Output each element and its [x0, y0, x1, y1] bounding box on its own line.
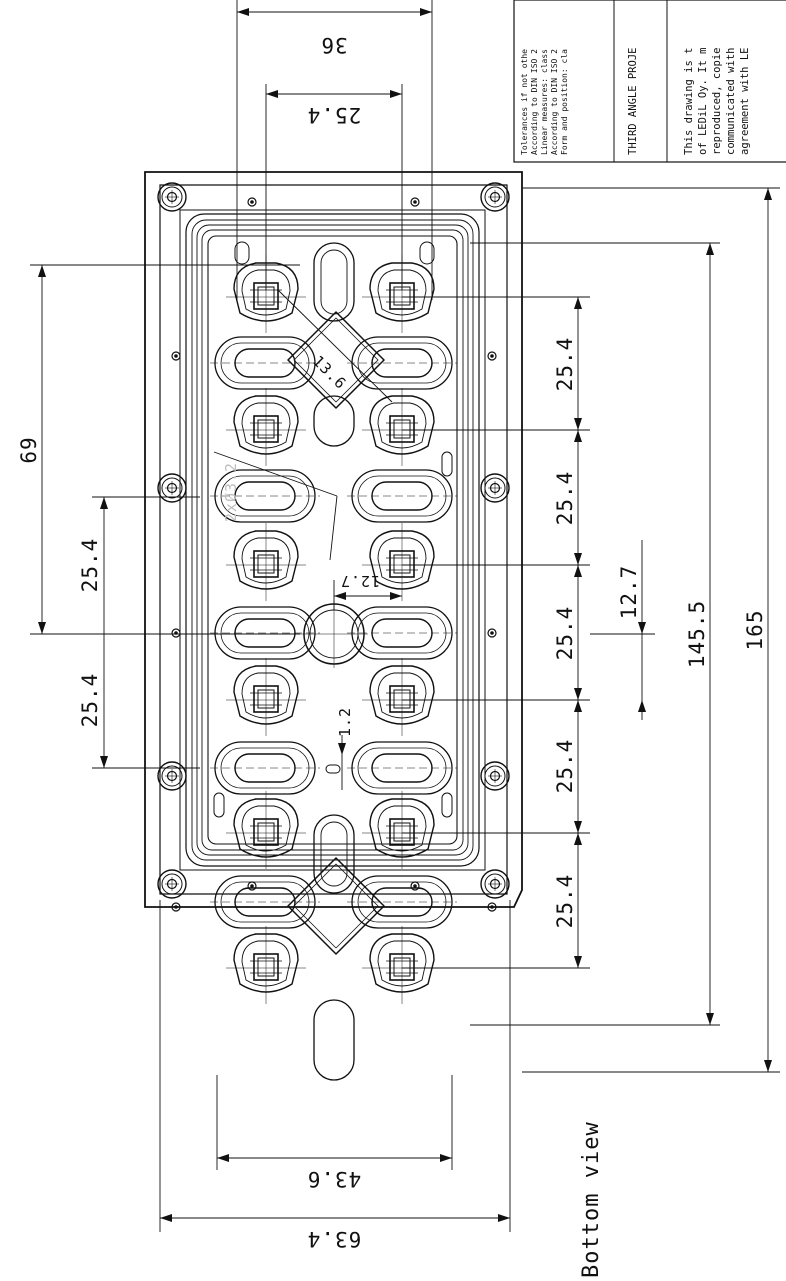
notice-line: reproduced, copie [711, 48, 723, 155]
part-outline [144, 171, 523, 908]
dim-left-pitch-2: 25.4 [78, 673, 102, 728]
tolerance-line: Form and position: cla [560, 49, 569, 155]
dim-bottom-outer: 63.4 [307, 1227, 362, 1251]
dim-right-pitch-5: 25.4 [553, 874, 577, 929]
dim-overall-length: 165 [743, 610, 767, 651]
dim-left-pitch-1: 25.4 [78, 538, 102, 593]
dim-top-outer: 36 [320, 33, 347, 57]
vertical-slots [213, 241, 453, 1081]
dimension-texts: 36 25.4 25.4 25.4 25.4 25.4 25.4 12.7 14… [17, 33, 767, 1251]
tolerance-line: According to DIN ISO 2 [550, 49, 559, 155]
dim-right-pitch-1: 25.4 [553, 337, 577, 392]
small-holes [171, 197, 497, 912]
title-block: Tolerances if not othe According to DIN … [513, 0, 786, 163]
center-circle [300, 600, 368, 668]
dim-right-pitch-2: 25.4 [553, 471, 577, 526]
notice-line: of LEDiL Oy. It m [697, 48, 709, 155]
notice-line: agreement with LE [739, 48, 751, 155]
arrowheads [38, 8, 772, 1222]
dim-right-pitch-3: 25.4 [553, 606, 577, 661]
dim-top-inner: 25.4 [307, 103, 362, 127]
pill-features [209, 336, 458, 929]
tolerance-line: Linear measures: class [540, 49, 549, 155]
notice-line: communicated with [725, 48, 737, 155]
dimension-lines [30, 0, 780, 1232]
notice-line: This drawing is t [683, 48, 695, 155]
dim-right-pitch-4: 25.4 [553, 739, 577, 794]
dim-left-span: 69 [17, 436, 41, 463]
tolerance-line: Tolerances if not othe [520, 49, 529, 155]
dim-slot: 1.2 [336, 707, 354, 737]
diamond-features [287, 311, 385, 955]
mounting-bosses [157, 182, 510, 899]
view-label: Bottom view [579, 1121, 604, 1278]
dim-bottom-inner: 43.6 [307, 1167, 362, 1191]
dim-center-offset: 12.7 [340, 572, 380, 590]
projection-label: THIRD ANGLE PROJE [627, 48, 639, 155]
dim-hole: 2xØ3.2 [222, 462, 240, 522]
dim-inner-length: 145.5 [685, 600, 709, 668]
tolerance-line: According to DIN ISO 2 [530, 49, 539, 155]
dim-half-pitch: 12.7 [617, 565, 641, 620]
